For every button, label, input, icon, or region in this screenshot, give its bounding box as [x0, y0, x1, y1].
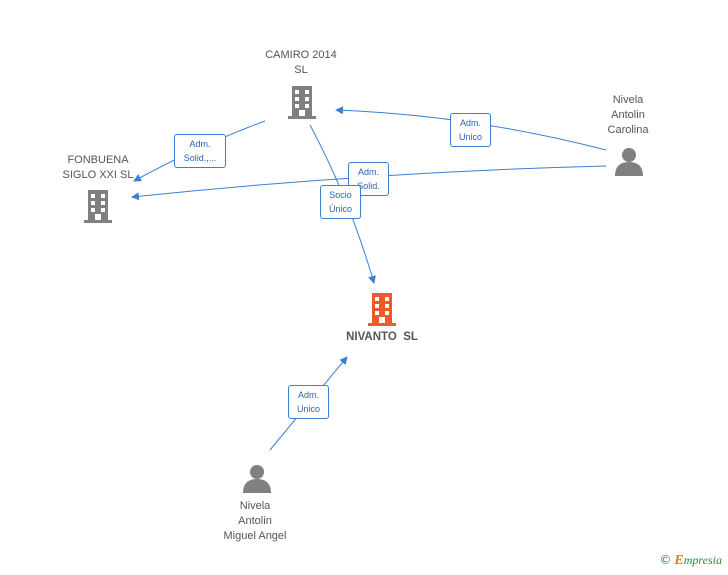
- carolina-label-line3: Carolina: [607, 124, 649, 136]
- empresia-brand[interactable]: ©Empresia: [659, 553, 722, 569]
- edge-label-carolina-camiro[interactable]: Adm. Unico: [450, 113, 491, 147]
- edge-label-camiro-nivanto[interactable]: Socio Único: [320, 185, 361, 219]
- edge-label-line2: Unico: [296, 404, 320, 414]
- carolina-label-line1: Nivela: [612, 94, 644, 106]
- nivanto-label[interactable]: NIVANTO SL: [322, 330, 442, 345]
- brand-name: mpresia: [683, 553, 722, 567]
- edge-label-carolina-fonbuena[interactable]: Adm. Solid.: [348, 162, 389, 196]
- edge-label-line2: Solid.: [357, 181, 380, 191]
- edge-label-line1: Adm.: [459, 118, 481, 128]
- nivanto-label-line1: NIVANTO SL: [346, 331, 418, 343]
- fonbuena-building-icon[interactable]: [84, 190, 112, 223]
- edge-label-line1: Socio: [329, 190, 352, 200]
- edge-label-miguel-nivanto[interactable]: Adm. Unico: [288, 385, 329, 419]
- miguel-label[interactable]: Nivela Antolin Miguel Angel: [205, 499, 305, 544]
- edge-label-camiro-fonbuena[interactable]: Adm. Solid.,...: [174, 134, 226, 168]
- fonbuena-label-line1: FONBUENA: [67, 154, 129, 166]
- camiro-label-line1: CAMIRO 2014: [265, 49, 337, 61]
- carolina-label[interactable]: Nivela Antolin Carolina: [588, 93, 668, 138]
- fonbuena-label[interactable]: FONBUENA SIGLO XXI SL: [48, 153, 148, 183]
- edge-label-line2: Solid.,...: [183, 153, 217, 163]
- camiro-building-icon[interactable]: [288, 86, 316, 119]
- miguel-label-line3: Miguel Angel: [223, 530, 287, 542]
- edge-label-line1: Adm.: [297, 390, 319, 400]
- camiro-label[interactable]: CAMIRO 2014 SL: [251, 48, 351, 78]
- nivanto-building-icon[interactable]: [368, 293, 396, 326]
- edge-label-line2: Único: [328, 204, 352, 214]
- carolina-label-line2: Antolin: [611, 109, 645, 121]
- brand-initial: E: [674, 553, 684, 568]
- miguel-label-line1: Nivela: [239, 500, 271, 512]
- camiro-label-line2: SL: [294, 64, 308, 76]
- edge-label-line1: Adm.: [189, 139, 211, 149]
- miguel-label-line2: Antolin: [238, 515, 272, 527]
- carolina-person-icon[interactable]: [615, 148, 643, 176]
- edge-label-line2: Unico: [458, 132, 482, 142]
- fonbuena-label-line2: SIGLO XXI SL: [62, 169, 134, 181]
- miguel-person-icon[interactable]: [243, 465, 271, 493]
- copyright-symbol: ©: [659, 553, 672, 567]
- edge-label-line1: Adm.: [357, 167, 379, 177]
